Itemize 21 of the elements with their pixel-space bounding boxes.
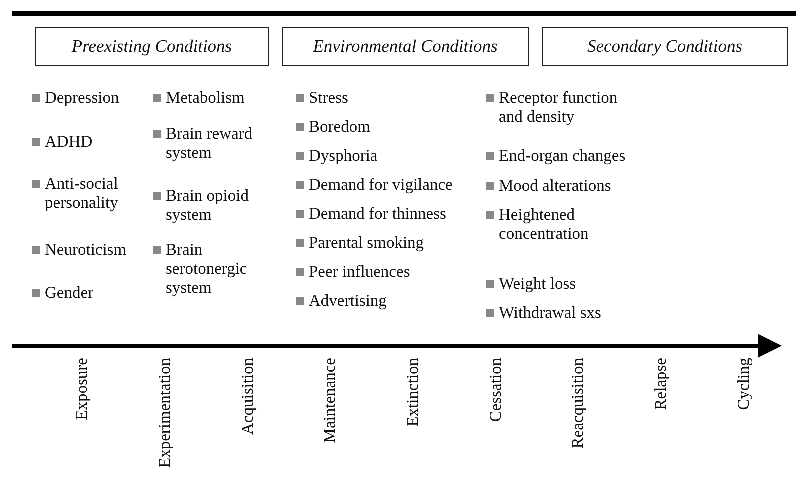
stage-label: Cycling [735,358,753,410]
bullet-item: Brain reward system [153,124,263,162]
header-box: Preexisting Conditions [35,27,269,66]
bullet-item: Gender [32,283,150,302]
bullet-item: Brain serotonergic system [153,240,263,297]
stage-label: Reacquisition [569,358,587,449]
bullet-item: ADHD [32,132,150,151]
bullet-item: Neuroticism [32,240,150,259]
stage-label: Maintenance [321,358,339,444]
bullet-item: Depression [32,88,150,107]
stage-label: Acquisition [239,358,257,435]
header-box: Secondary Conditions [542,27,788,66]
bullet-item: Metabolism [153,88,263,107]
stage-label: Exposure [73,358,91,420]
bullet-item: Anti-social personality [32,174,150,212]
stage-label: Relapse [652,358,670,410]
header-box: Environmental Conditions [282,27,529,66]
stage-label: Extinction [404,358,422,427]
stage-label: Experimentation [156,358,174,468]
bullet-item: Brain opioid system [153,186,263,224]
stage-label: Cessation [487,358,505,422]
